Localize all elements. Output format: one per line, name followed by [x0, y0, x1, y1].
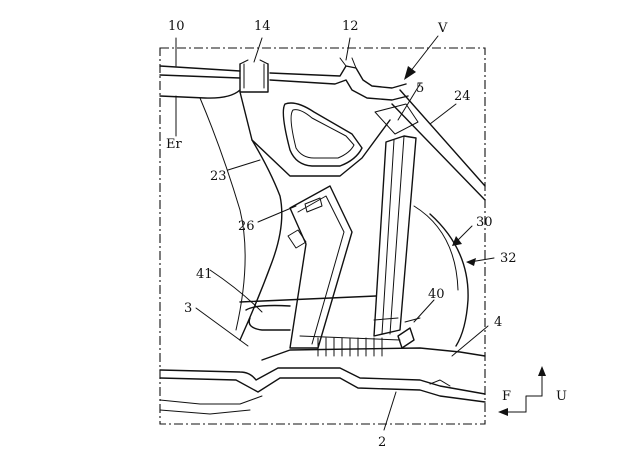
label-41: 41 [196, 267, 213, 282]
wheel-house-30-32 [413, 205, 469, 347]
label-10: 10 [168, 19, 185, 34]
arrow-30-head [452, 236, 462, 246]
label-v: V [437, 21, 448, 36]
bracket-14 [239, 59, 269, 93]
label-40: 40 [428, 287, 445, 302]
pillar-left [199, 97, 283, 341]
label-5: 5 [416, 81, 424, 96]
label-24: 24 [454, 89, 471, 104]
label-3: 3 [184, 301, 192, 316]
member-26 [287, 185, 353, 349]
arrow-v-head [404, 66, 416, 80]
label-12: 12 [342, 19, 359, 34]
view-frame [159, 47, 486, 425]
arrow-32-head [466, 258, 476, 266]
label-32: 32 [500, 251, 517, 266]
label-14: 14 [254, 19, 271, 34]
axis-label-up: U [556, 389, 567, 404]
label-26: 26 [238, 219, 255, 234]
axis-label-front: F [502, 389, 511, 404]
label-4: 4 [494, 315, 502, 330]
gusset-23 [239, 91, 391, 177]
label-30: 30 [476, 215, 493, 230]
direction-indicator: F U [498, 366, 567, 416]
label-er: Er [166, 137, 182, 152]
floor-structure [239, 295, 486, 361]
beam-24 [374, 89, 486, 201]
sill-2 [159, 367, 486, 415]
arrow-v [409, 35, 439, 73]
leader-lines [175, 37, 495, 431]
gusset-12 [339, 57, 357, 69]
label-2: 2 [378, 435, 386, 450]
post-5 [373, 135, 417, 337]
label-23: 23 [210, 169, 227, 184]
upper-panel-10 [159, 65, 409, 101]
